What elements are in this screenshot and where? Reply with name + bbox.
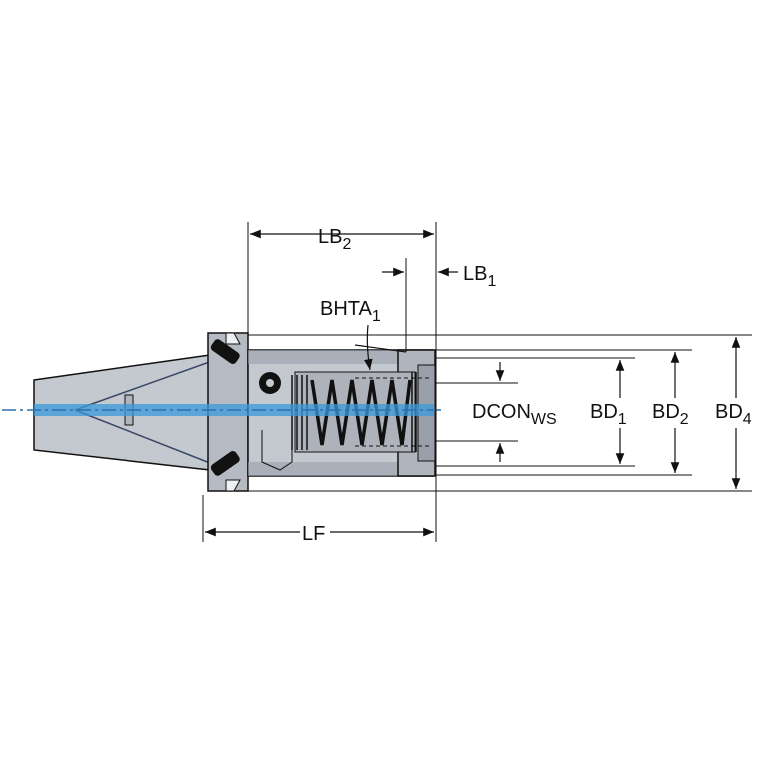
drive-key-top bbox=[210, 339, 240, 364]
body-shade bbox=[248, 462, 433, 476]
body-detail bbox=[261, 430, 293, 471]
lf-label: LF bbox=[302, 523, 325, 545]
dcon-ws-label: DCONWS bbox=[472, 401, 557, 428]
body-shade bbox=[248, 350, 433, 364]
taper-cone-line bbox=[74, 359, 216, 411]
tool-body bbox=[33, 332, 436, 492]
flange-notch-top bbox=[225, 332, 241, 345]
bd1-label: BD1 bbox=[590, 401, 627, 428]
bd2-label-bg bbox=[651, 398, 703, 428]
bd1-label-bg bbox=[589, 398, 645, 428]
extension-lines bbox=[202, 222, 752, 542]
bd4-label-bg bbox=[714, 398, 766, 428]
taper-cone-line bbox=[74, 409, 216, 466]
screw-socket bbox=[266, 379, 274, 387]
lb2-label: LB2 bbox=[318, 226, 351, 253]
bhta1-label: BHTA1 bbox=[320, 298, 381, 325]
lf-label-bg bbox=[300, 520, 330, 544]
centerline-group bbox=[2, 404, 445, 416]
lb1-label: LB1 bbox=[463, 263, 496, 290]
bhta1-taper-line bbox=[354, 344, 407, 353]
bd4-label: BD4 bbox=[715, 401, 752, 428]
spring-coil bbox=[310, 379, 412, 446]
drive-key-bottom bbox=[210, 451, 240, 476]
flange-notch-bottom bbox=[225, 479, 241, 492]
bd2-label: BD2 bbox=[652, 401, 689, 428]
